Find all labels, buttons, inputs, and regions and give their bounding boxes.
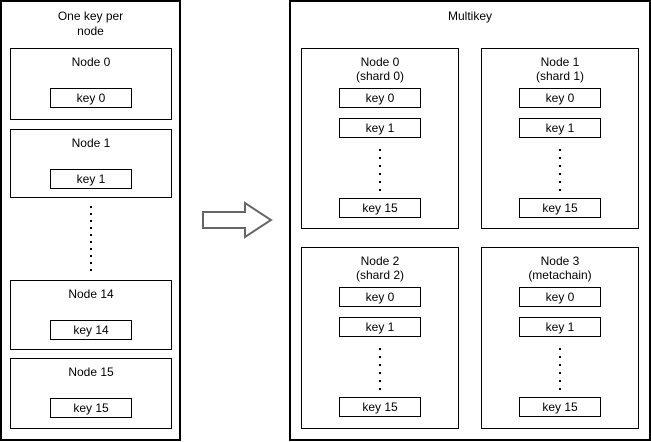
transform-arrow-icon (202, 201, 273, 239)
vertical-ellipsis-icon (559, 149, 561, 191)
multikey-node-0-title: Node 0 (360, 55, 400, 69)
key-box: key 1 (339, 118, 421, 138)
multikey-node-2-subtitle: (shard 2) (355, 268, 405, 282)
multikey-node-2-box: Node 2 (shard 2) key 0 key 1 key 15 (301, 247, 459, 429)
node-0-label: Node 0 (71, 55, 111, 69)
node-1-box: Node 1 key 1 (10, 129, 172, 198)
key-0-box: key 0 (50, 88, 132, 108)
key-box: key 1 (519, 118, 601, 138)
key-box: key 0 (339, 287, 421, 307)
key-box: key 15 (519, 198, 601, 218)
node-1-label: Node 1 (71, 136, 111, 150)
multikey-node-0-label: Node 0 (shard 0) (302, 49, 458, 83)
vertical-ellipsis-icon (559, 348, 561, 390)
node-14-box: Node 14 key 14 (10, 280, 172, 350)
node-14-label: Node 14 (68, 287, 114, 301)
multikey-node-0-subtitle: (shard 0) (355, 69, 405, 83)
multikey-group: Multikey Node 0 (shard 0) key 0 key 1 ke… (289, 0, 651, 441)
multikey-node-1-box: Node 1 (shard 1) key 0 key 1 key 15 (481, 48, 639, 229)
multikey-node-1-subtitle: (shard 1) (535, 69, 585, 83)
multikey-node-3-box: Node 3 (metachain) key 0 key 1 key 15 (481, 247, 639, 429)
node-0-box: Node 0 key 0 (10, 48, 172, 120)
key-box: key 0 (519, 88, 601, 108)
key-1-box: key 1 (50, 169, 132, 189)
left-title-line-2: node (77, 24, 104, 38)
key-15-box: key 15 (50, 398, 132, 418)
key-14-box: key 14 (50, 320, 132, 340)
multikey-node-1-title: Node 1 (540, 55, 580, 69)
multikey-node-2-label: Node 2 (shard 2) (302, 248, 458, 282)
key-box: key 15 (339, 397, 421, 417)
key-box: key 1 (339, 317, 421, 337)
key-box: key 1 (519, 317, 601, 337)
left-title-line-1: One key per (57, 9, 124, 23)
multikey-node-2-title: Node 2 (360, 254, 400, 268)
key-box: key 15 (339, 198, 421, 218)
multikey-node-0-box: Node 0 (shard 0) key 0 key 1 key 15 (301, 48, 459, 229)
right-panel-title: Multikey (447, 9, 492, 23)
multikey-node-1-label: Node 1 (shard 1) (482, 49, 638, 83)
vertical-ellipsis-icon (379, 149, 381, 191)
key-box: key 0 (519, 287, 601, 307)
node-15-box: Node 15 key 15 (10, 358, 172, 429)
multikey-node-3-label: Node 3 (metachain) (482, 248, 638, 282)
right-arrow-shape (202, 201, 273, 239)
node-15-label: Node 15 (68, 365, 114, 379)
one-key-per-node-group: One key per node Node 0 key 0 Node 1 key… (0, 0, 181, 441)
multikey-node-3-subtitle: (metachain) (528, 268, 592, 282)
key-box: key 0 (339, 88, 421, 108)
vertical-ellipsis-icon (379, 348, 381, 390)
left-panel-title: One key per node (2, 2, 179, 39)
vertical-ellipsis-icon (89, 206, 92, 271)
multikey-node-3-title: Node 3 (540, 254, 580, 268)
key-box: key 15 (519, 397, 601, 417)
